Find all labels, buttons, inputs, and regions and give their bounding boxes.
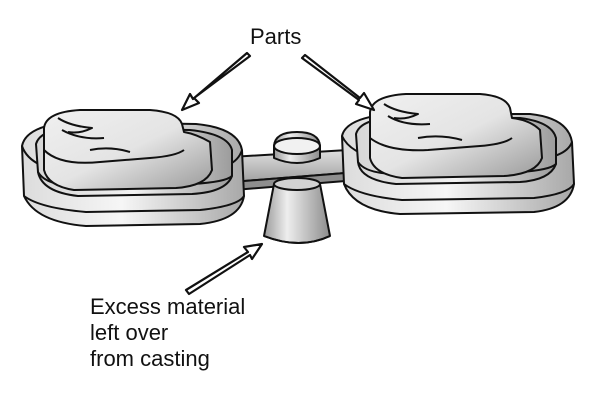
excess-label-line-2: left over: [90, 320, 169, 345]
excess-label-line-1: Excess material: [90, 294, 246, 319]
arrow-to-left-part: [180, 51, 252, 112]
parts-label: Parts: [250, 24, 302, 49]
arrow-to-right-part: [300, 53, 376, 112]
arrow-icon: [180, 51, 376, 296]
excess-material-label: Excess material left over from casting: [90, 294, 245, 372]
arrow-to-sprue: [184, 242, 264, 296]
right-part: [341, 93, 575, 215]
excess-label-line-3: from casting: [90, 346, 210, 371]
left-part: [21, 109, 245, 227]
sprue: [263, 131, 331, 244]
